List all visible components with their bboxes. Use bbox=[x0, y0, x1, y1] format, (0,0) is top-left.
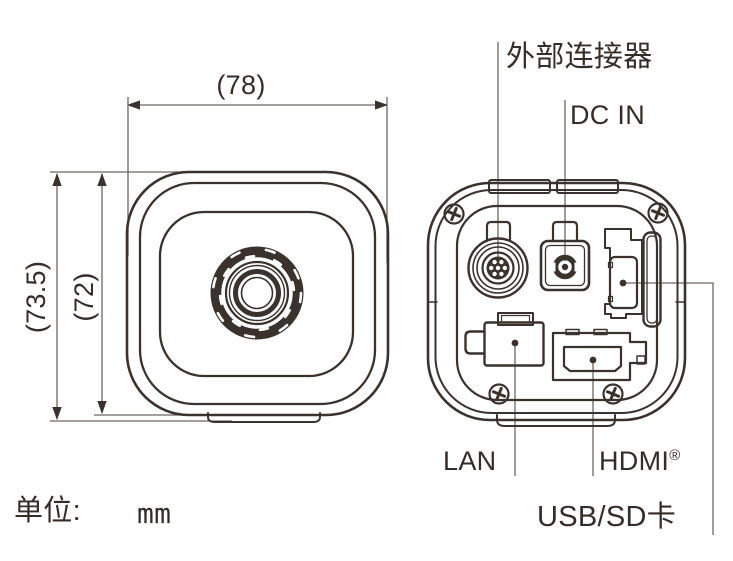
lan-port bbox=[464, 312, 545, 367]
dc-in-port bbox=[539, 220, 591, 292]
unit-value: mm bbox=[137, 497, 172, 530]
back-view-drawing bbox=[426, 179, 687, 427]
screw-icon bbox=[443, 202, 669, 405]
unit-label: 单位: bbox=[14, 495, 81, 527]
dim-height-body-label: (72) bbox=[68, 272, 99, 322]
dim-height-total-label: (73.5) bbox=[20, 260, 51, 334]
dim-width-label: (78) bbox=[216, 70, 266, 100]
dimension-lines bbox=[50, 97, 389, 422]
usb-sd-label: USB/SD卡 bbox=[537, 501, 677, 533]
dc-in-label: DC IN bbox=[570, 100, 645, 130]
hdmi-registered-mark: ® bbox=[669, 447, 681, 464]
external-connector-label: 外部连接器 bbox=[506, 41, 653, 73]
external-connector-port bbox=[467, 220, 529, 299]
lan-label: LAN bbox=[443, 446, 497, 476]
usb-sd-leader bbox=[625, 282, 714, 535]
hdmi-port bbox=[551, 328, 648, 382]
front-view-drawing bbox=[125, 170, 390, 423]
hdmi-label: HDMI® bbox=[599, 447, 681, 475]
leader-dots bbox=[511, 279, 627, 364]
usb-sd-card-slot bbox=[604, 228, 662, 328]
lens-icon bbox=[210, 246, 304, 340]
hdmi-label-text: HDMI bbox=[599, 446, 670, 476]
